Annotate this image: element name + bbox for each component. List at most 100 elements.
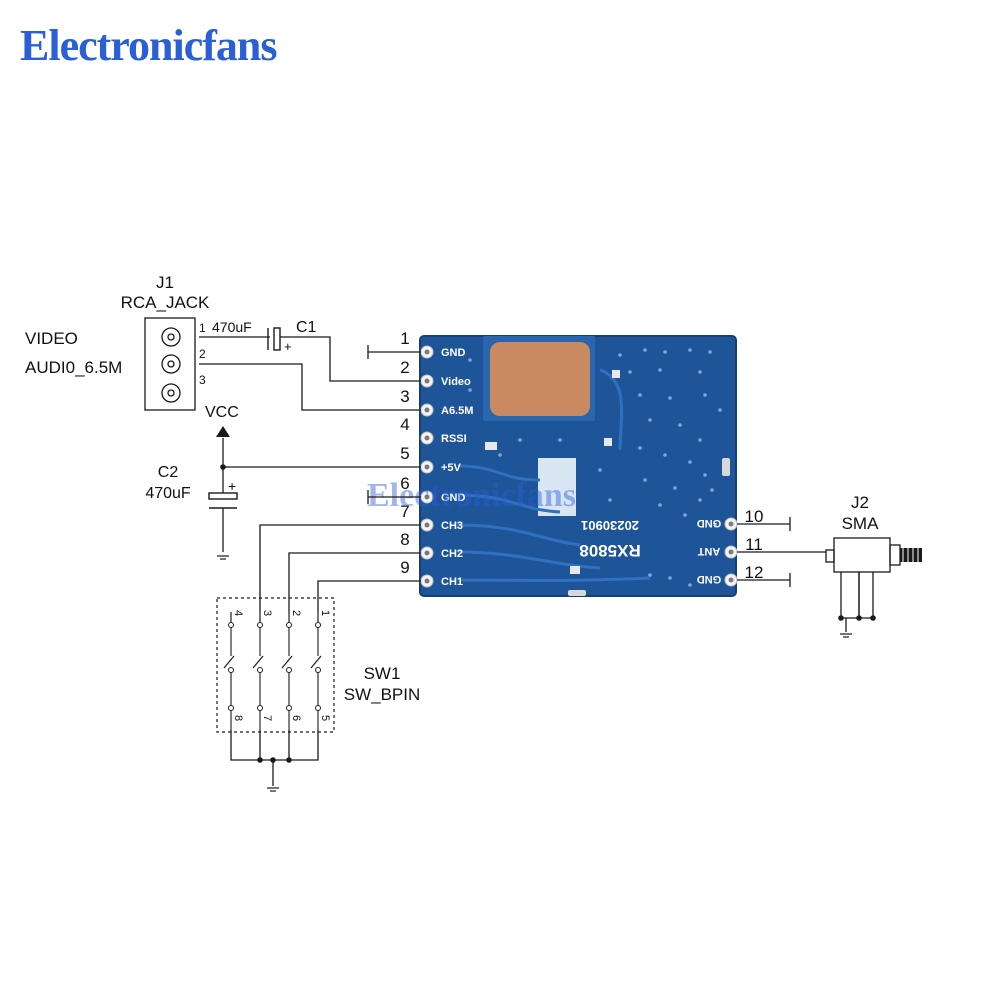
module-pin-label: A6.5M: [441, 405, 473, 417]
module-pin-hole: [424, 550, 430, 556]
sw1-pin-number: 3: [261, 610, 273, 616]
sw1-contact: [228, 705, 234, 711]
pcb-via: [698, 438, 702, 442]
pcb-via: [698, 370, 702, 374]
sw1-pin-number: 8: [232, 715, 244, 721]
pcb-via: [608, 498, 612, 502]
junction-dot: [870, 615, 876, 621]
sw1-pin-number: 2: [290, 610, 302, 616]
j1-ref: J1: [156, 273, 174, 292]
module-pin-label: GND: [697, 573, 722, 585]
pcb-via: [713, 523, 717, 527]
module-pin-hole: [424, 494, 430, 500]
sw1-contact: [286, 667, 292, 673]
module-pin-number: 2: [400, 358, 409, 377]
sw1-pin-number: 7: [261, 715, 273, 721]
smd-part: [568, 590, 586, 596]
pcb-via: [668, 576, 672, 580]
pcb-via: [710, 488, 714, 492]
sw1-pin-number: 6: [290, 715, 302, 721]
j1-pin3-num: 3: [199, 373, 206, 387]
module-pin-hole: [424, 435, 430, 441]
pcb-trace: [457, 576, 651, 582]
pcb-via: [648, 418, 652, 422]
pcb-via: [698, 498, 702, 502]
module-pin-label: +5V: [441, 462, 462, 474]
shield-can: [490, 342, 590, 416]
vcc-label: VCC: [205, 404, 239, 421]
c2-value: 470uF: [145, 485, 191, 502]
module-pin-number: 12: [745, 563, 764, 582]
pcb-trace: [457, 464, 541, 482]
sw1-outline: [216, 597, 335, 733]
pcb-via: [688, 348, 692, 352]
sw1-contact: [228, 667, 234, 673]
sw1-contact: [286, 705, 292, 711]
j1-pin1-num: 1: [199, 321, 206, 335]
pcb-via: [703, 473, 707, 477]
pcb-via: [638, 446, 642, 450]
j2-thread: [900, 548, 922, 562]
junction-dot: [856, 615, 862, 621]
smd-part: [604, 438, 612, 446]
c2-ref: C2: [158, 464, 179, 481]
module-pin-number: 5: [400, 444, 409, 463]
sw1-ref: SW1: [364, 664, 401, 683]
pcb-via: [658, 368, 662, 372]
pcb-via: [688, 460, 692, 464]
pcb-via: [468, 388, 472, 392]
pcb-via: [668, 396, 672, 400]
j1-socket-2: [161, 354, 181, 374]
pcb-trace: [599, 368, 624, 451]
c1-capacitor: 470uF C1 +: [212, 319, 317, 354]
smd-part: [570, 566, 580, 574]
module-pin-hole: [728, 521, 734, 527]
sw1-contact: [315, 667, 321, 673]
sw1-lever: [252, 655, 264, 669]
j1-label-video: VIDEO: [25, 329, 78, 348]
pcb-via: [643, 478, 647, 482]
pcb-via: [718, 408, 722, 412]
c1-ref: C1: [296, 319, 317, 336]
j1-rca-jack: J1 RCA_JACK VIDEO AUDI0_6.5M 1 2 3: [25, 273, 210, 411]
pcb-via: [648, 573, 652, 577]
pcb-via: [683, 513, 687, 517]
wire: [280, 336, 421, 382]
rx5808-module: RX5808 20230901 GND1Video2A6.5M3RSSI4+5V…: [400, 329, 764, 597]
j2-pin: [825, 549, 835, 563]
pcb-via: [558, 438, 562, 442]
pcb-via: [673, 486, 677, 490]
smd-part: [722, 458, 730, 476]
pcb-via: [658, 503, 662, 507]
chip-footprint: [538, 458, 576, 516]
sw1-contact: [286, 622, 292, 628]
sw1-lever: [223, 655, 235, 669]
c1-plus: +: [284, 339, 292, 354]
junction-dot: [286, 757, 292, 763]
module-pin-label: ANT: [697, 545, 720, 557]
pcb-via: [598, 468, 602, 472]
module-date-code: 20230901: [581, 518, 639, 533]
j2-sma-connector: J2 SMA: [825, 493, 922, 573]
wires: [199, 336, 876, 786]
j1-socket-3: [161, 383, 181, 403]
j2-value: SMA: [842, 514, 880, 533]
pcb-via: [703, 393, 707, 397]
module-pin-label: CH1: [441, 576, 463, 588]
pcb-via: [498, 453, 502, 457]
module-name: RX5808: [579, 541, 640, 560]
j1-socket-2-core: [167, 360, 175, 368]
module-pin-number: 8: [400, 530, 409, 549]
sw1-contact: [228, 622, 234, 628]
module-pin-hole: [424, 378, 430, 384]
module-pin-number: 4: [400, 415, 409, 434]
sw1-contact: [257, 705, 263, 711]
j1-label-audio: AUDI0_6.5M: [25, 358, 122, 377]
junction-dot: [257, 757, 263, 763]
junction-dot: [270, 757, 276, 763]
j2-collar: [889, 544, 901, 566]
module-pin-number: 1: [400, 329, 409, 348]
